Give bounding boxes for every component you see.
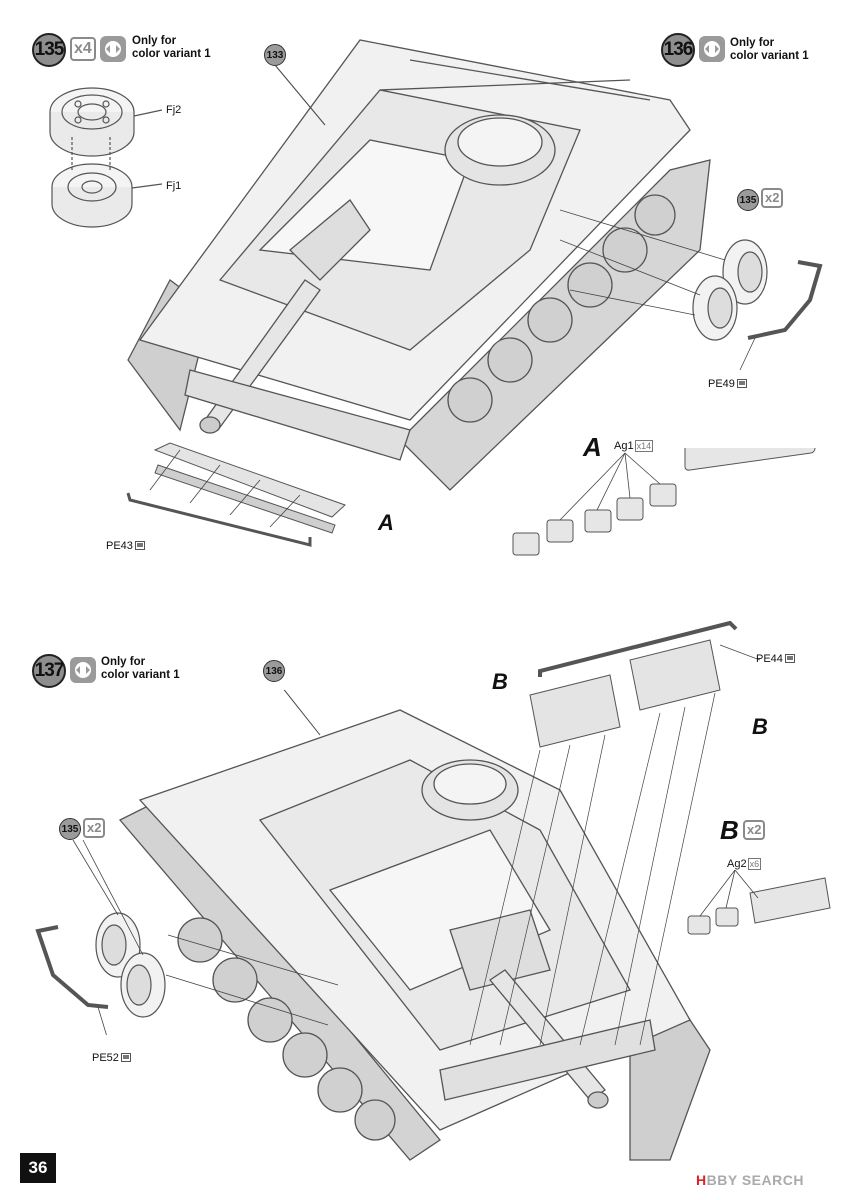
page-number: 36 <box>20 1153 56 1183</box>
subassembly-b-multiplier: x2 <box>743 820 766 840</box>
drive-wheels-pe49-drawing <box>560 209 823 371</box>
ref-step-135: 135 <box>59 818 81 840</box>
photo-etch-icon <box>120 1053 131 1062</box>
subassembly-b-right-label: B <box>752 714 768 739</box>
ref-multiplier: x2 <box>761 188 784 208</box>
subassembly-b-left-label: B <box>492 669 508 694</box>
photo-etch-icon <box>784 654 795 663</box>
part-label-fj2: Fj2 <box>166 104 182 116</box>
wheel-variant-icon <box>70 657 96 683</box>
variant-note: Only for color variant 1 <box>132 35 211 61</box>
part-label-fj1: Fj1 <box>166 180 182 192</box>
step-number-136: 136 <box>661 33 695 67</box>
part-label-pe49: PE49 <box>708 378 747 390</box>
variant-line-1: Only for <box>132 35 177 47</box>
variant-line-1: Only for <box>101 656 146 668</box>
step-number-text: 135 <box>34 39 65 60</box>
step-number-text: 137 <box>34 660 65 681</box>
ag1-multiplier: x14 <box>634 440 654 452</box>
tank-front-view-drawing <box>118 690 711 1161</box>
ag2-text: Ag2 <box>727 858 747 870</box>
part-label-pe44: PE44 <box>756 653 795 665</box>
track-link-assembly-a-drawing <box>512 448 816 556</box>
variant-line-2: color variant 1 <box>101 669 180 681</box>
subassembly-b-title: B <box>720 815 739 845</box>
photo-etch-icon <box>736 379 747 388</box>
wheel-variant-icon <box>699 36 725 62</box>
ref-multiplier: x2 <box>83 818 106 838</box>
ref-step-136: 136 <box>263 660 285 682</box>
track-links-b-drawing <box>469 620 760 1046</box>
ag2-multiplier: x6 <box>747 858 762 870</box>
track-link-assembly-b-drawing <box>687 869 831 935</box>
variant-note: Only for color variant 1 <box>730 37 809 63</box>
wheel-parts-drawing <box>49 87 163 228</box>
pe44-text: PE44 <box>756 653 783 665</box>
photo-etch-icon <box>134 541 145 550</box>
variant-line-2: color variant 1 <box>730 50 809 62</box>
pe43-text: PE43 <box>106 540 133 552</box>
pe52-text: PE52 <box>92 1052 119 1064</box>
variant-note: Only for color variant 1 <box>101 656 180 682</box>
part-label-pe52: PE52 <box>92 1052 131 1064</box>
step-multiplier: x4 <box>70 37 96 61</box>
ag1-text: Ag1 <box>614 440 634 452</box>
step-number-135: 135 <box>32 33 66 67</box>
watermark-text: BBY SEARCH <box>706 1172 804 1188</box>
part-label-pe43: PE43 <box>106 540 145 552</box>
tank-rear-view-drawing <box>127 39 711 491</box>
track-links-a-drawing <box>126 442 346 547</box>
subassembly-a-title: A <box>583 432 602 462</box>
variant-line-2: color variant 1 <box>132 48 211 60</box>
ref-step-135: 135 <box>737 189 759 211</box>
watermark-logo: H <box>696 1172 707 1188</box>
step-number-137: 137 <box>32 654 66 688</box>
drive-wheels-pe52-drawing <box>35 839 339 1035</box>
pe49-text: PE49 <box>708 378 735 390</box>
wheel-variant-icon <box>100 36 126 62</box>
variant-line-1: Only for <box>730 37 775 49</box>
watermark: HBBY SEARCH <box>696 1172 804 1188</box>
subassembly-a-label: A <box>378 510 394 535</box>
step-number-text: 136 <box>663 39 694 60</box>
